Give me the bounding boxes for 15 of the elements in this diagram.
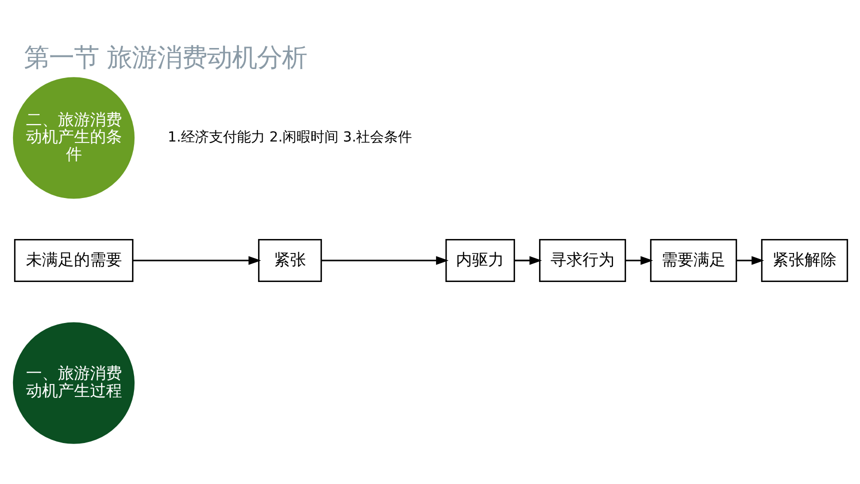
node-circle: 二、旅游消费动机产生的条件: [12, 77, 134, 199]
arrow: [132, 256, 261, 265]
node-box: 寻求行为: [538, 239, 626, 282]
arrow: [736, 256, 764, 265]
node-circle: 一、旅游消费动机产生过程: [12, 322, 134, 444]
node-box: 紧张: [258, 239, 322, 282]
node-box: 紧张解除: [760, 239, 848, 282]
diagram-title: 第一节 旅游消费动机分析: [24, 42, 307, 72]
node-label: 1.经济支付能力 2.闲暇时间 3.社会条件: [167, 130, 412, 146]
node-box: 需要满足: [650, 239, 737, 282]
node-box: 未满足的需要: [14, 239, 133, 282]
arrow: [624, 256, 653, 265]
node-box: 内驱力: [444, 239, 515, 282]
arrow: [514, 256, 542, 265]
arrow: [320, 256, 448, 265]
